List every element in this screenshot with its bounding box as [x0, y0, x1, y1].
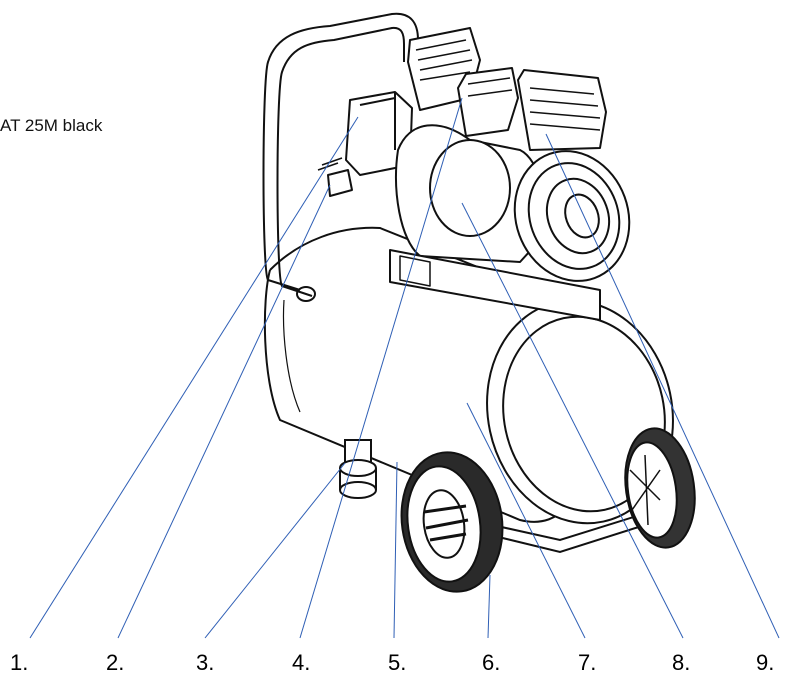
callout-1: 1. [10, 650, 28, 675]
callout-9: 9. [756, 650, 774, 675]
leader-line-2 [117, 184, 331, 639]
callout-6: 6. [482, 650, 500, 675]
callout-numbers: 1. 2. 3. 4. 5. 6. 7. 8. 9. [10, 650, 774, 675]
front-wheel [400, 451, 504, 593]
leader-line-9 [545, 133, 780, 639]
leader-line-4 [299, 97, 463, 639]
callout-3: 3. [196, 650, 214, 675]
callout-2: 2. [106, 650, 124, 675]
rear-wheel [624, 427, 696, 549]
leader-line-5 [393, 461, 398, 639]
callout-4: 4. [292, 650, 310, 675]
leader-lines [29, 97, 780, 639]
product-title: AT 25M black [0, 116, 103, 135]
callout-7: 7. [578, 650, 596, 675]
callout-5: 5. [388, 650, 406, 675]
leader-line-6 [487, 574, 491, 639]
leader-line-3 [204, 462, 346, 639]
carry-handle [262, 12, 419, 302]
leader-line-8 [461, 202, 684, 639]
drain-valve [339, 439, 377, 499]
leader-line-7 [466, 402, 586, 639]
callout-8: 8. [672, 650, 690, 675]
motor-pump-assembly [317, 27, 631, 321]
leader-line-1 [29, 116, 359, 639]
